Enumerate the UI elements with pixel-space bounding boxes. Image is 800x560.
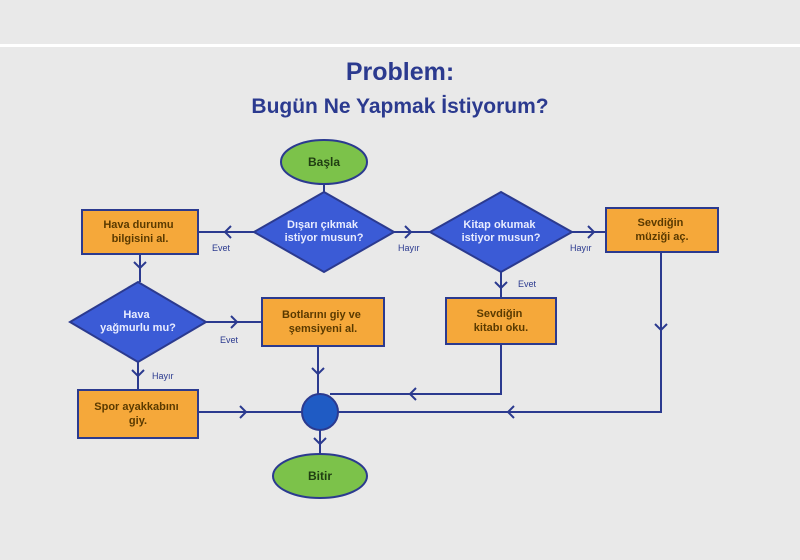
start-label: Başla (308, 155, 340, 169)
end-terminal (272, 453, 368, 499)
edge-music-connector (338, 252, 662, 413)
arrow-book-down (494, 281, 508, 290)
arrow-music (587, 225, 596, 239)
arrow-sneakers-down (131, 369, 145, 378)
arrow-read (404, 225, 413, 239)
read-book-label: Kitap okumak istiyor musun? (462, 219, 541, 244)
process-weather (81, 209, 199, 255)
title-line-1: Problem: (345, 58, 455, 86)
decision-go-out (251, 190, 397, 274)
arrow-music-left (506, 405, 515, 419)
boots-label: Botlarını giy ve şemsiyeni al. (282, 309, 364, 335)
arrow-book-left (408, 387, 417, 401)
decision-rain (68, 280, 208, 364)
process-music (605, 207, 719, 253)
arrow-end-down (313, 437, 327, 446)
label-rain-no: Hayır (152, 371, 174, 381)
arrowheads (131, 225, 668, 446)
title-line-2: Bugün Ne Yapmak İstiyorum? (251, 95, 549, 118)
label-read-no: Hayır (570, 243, 592, 253)
decision-read-book (427, 190, 575, 274)
start-terminal (280, 139, 368, 185)
label-go-out-no: Hayır (398, 243, 420, 253)
process-book (445, 297, 557, 345)
book-label: Sevdiğin kitabı oku. (474, 308, 528, 334)
top-divider (0, 44, 800, 47)
label-go-out-yes: Evet (212, 243, 231, 253)
process-boots (261, 297, 385, 347)
arrow-boots (230, 315, 239, 329)
end-label: Bitir (308, 469, 332, 483)
arrow-music-down (654, 323, 668, 332)
label-read-yes: Evet (518, 279, 537, 289)
merge-connector (301, 393, 339, 431)
rain-label: Hava yağmurlu mu? (100, 309, 176, 334)
process-sneakers (77, 389, 199, 439)
arrow-boots-down (311, 367, 325, 376)
arrow-rain-down (133, 261, 147, 270)
arrow-sneakers-right (239, 405, 248, 419)
sneakers-label: Spor ayakkabını giy. (94, 401, 181, 427)
edges (137, 184, 662, 454)
music-label: Sevdiğin müziği aç. (635, 217, 688, 243)
arrow-weather (223, 225, 232, 239)
label-rain-yes: Evet (220, 335, 239, 345)
weather-label: Hava durumu bilgisini al. (103, 219, 176, 245)
edge-book-connector (330, 344, 502, 395)
go-out-label: Dışarı çıkmak istiyor musun? (285, 219, 364, 244)
